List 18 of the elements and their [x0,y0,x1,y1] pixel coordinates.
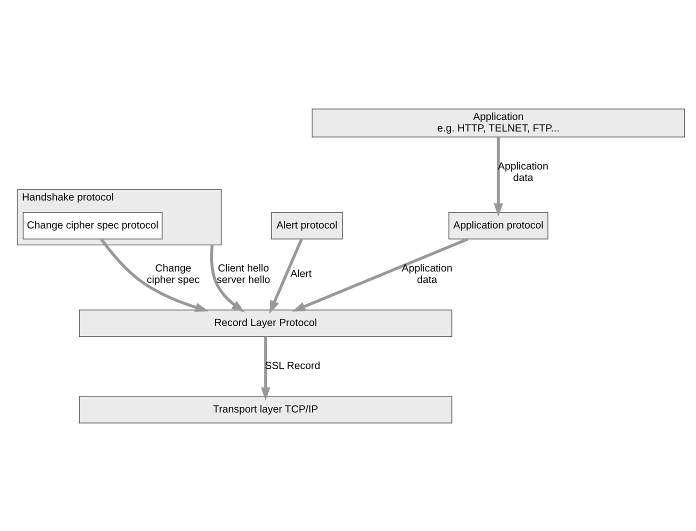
arrow [260,336,270,400]
edge-label: Change cipher spec [146,263,200,286]
edge-label: Application data [402,263,452,286]
node-box: Application e.g. HTTP, TELNET, FTP... [312,108,685,137]
node-box: Record Layer Protocol [79,309,452,336]
edge-label: SSL Record [264,360,320,372]
arrow [100,238,209,312]
edge-label: Application data [498,161,548,184]
arrow [269,238,303,314]
edge-label: Alert [290,268,312,280]
arrow [210,244,245,312]
arrow [494,136,504,216]
edge-label: Client hello server hello [216,263,270,286]
node-box: Alert protocol [271,212,343,239]
node-box: Transport layer TCP/IP [79,396,452,423]
arrow [292,237,468,312]
node-box: Application protocol [448,212,548,239]
node-box: Change cipher spec protocol [22,212,162,239]
